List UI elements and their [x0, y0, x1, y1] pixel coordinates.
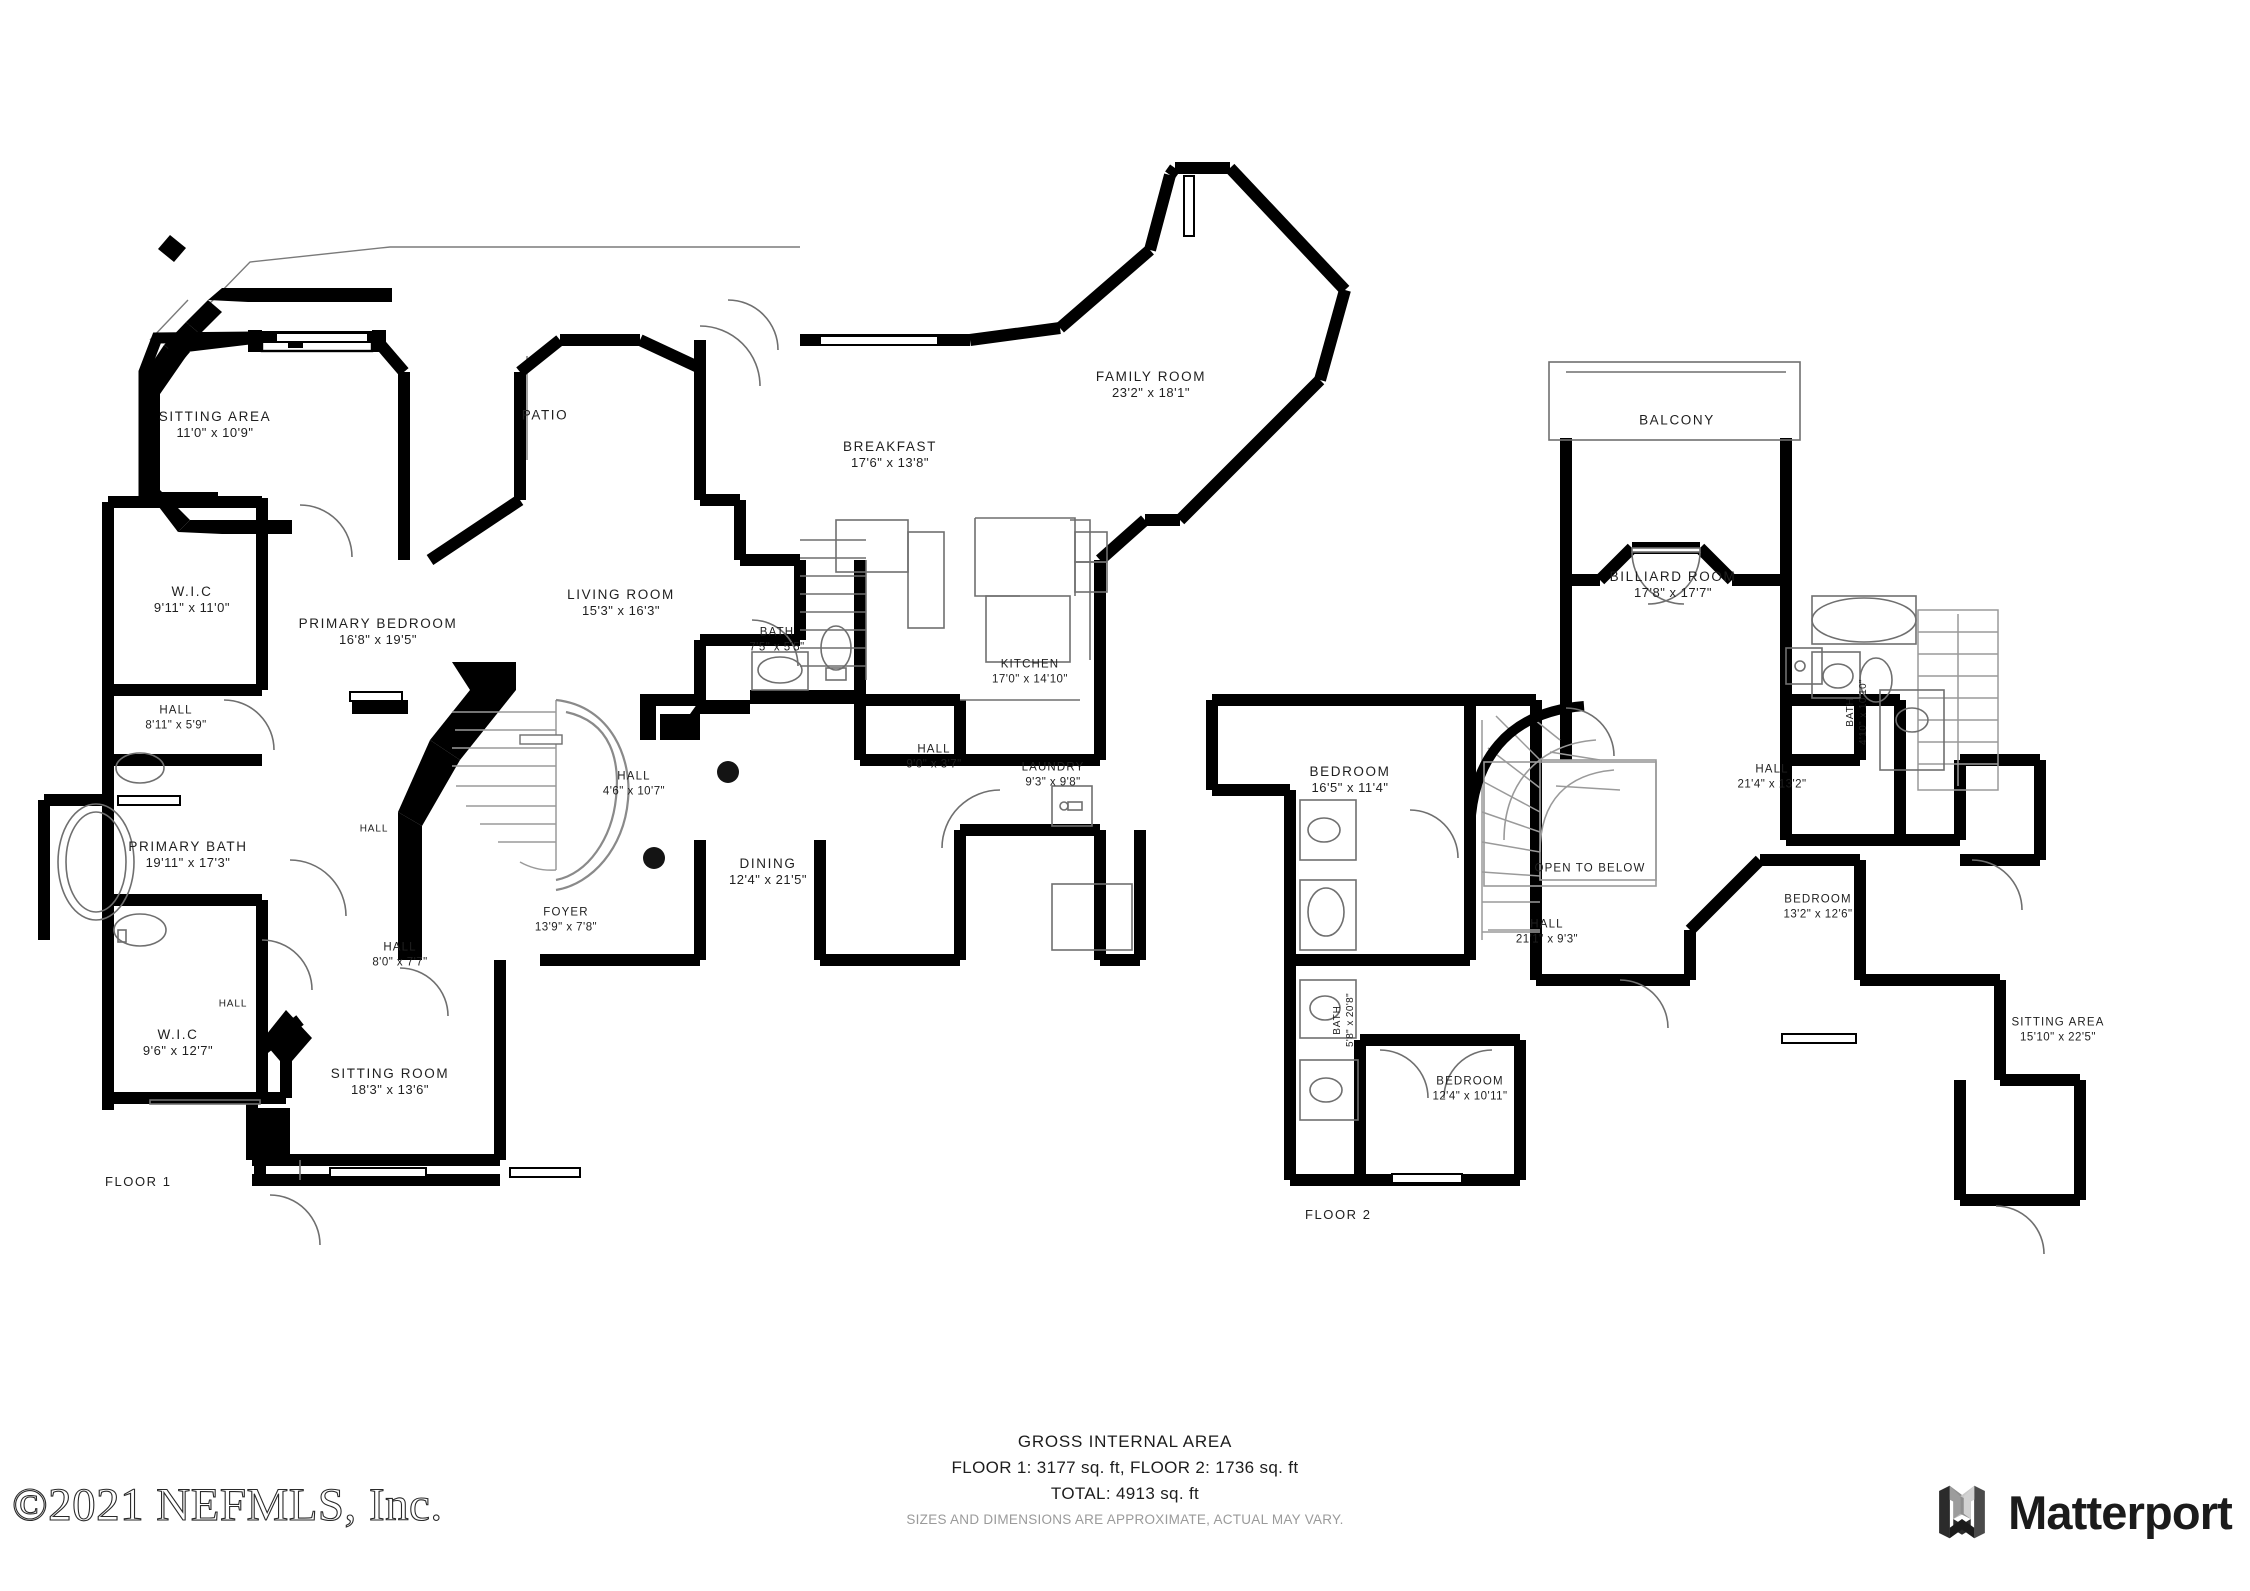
- gia-heading: GROSS INTERNAL AREA: [1017, 1432, 1233, 1451]
- matterport-logo-icon: [1939, 1485, 1985, 1539]
- floor-2-tag: FLOOR 2: [1305, 1207, 1372, 1222]
- copyright-notice: ©2021 NEFMLS, Inc.: [11, 1478, 443, 1531]
- gia-floors-line: FLOOR 1: 3177 sq. ft, FLOOR 2: 1736 sq. …: [951, 1458, 1299, 1477]
- floor-2-plan: [1206, 361, 2086, 1255]
- gia-total-line: TOTAL: 4913 sq. ft: [1050, 1484, 1200, 1503]
- gia-disclaimer: SIZES AND DIMENSIONS ARE APPROXIMATE, AC…: [906, 1512, 1344, 1527]
- matterport-branding: Matterport: [1934, 1484, 2233, 1540]
- gross-internal-area-block: GROSS INTERNAL AREA FLOOR 1: 3177 sq. ft…: [0, 1432, 2250, 1527]
- floor-1-plan: [38, 162, 1351, 1246]
- matterport-wordmark: Matterport: [2008, 1485, 2233, 1539]
- floor-1-tag: FLOOR 1: [105, 1174, 172, 1189]
